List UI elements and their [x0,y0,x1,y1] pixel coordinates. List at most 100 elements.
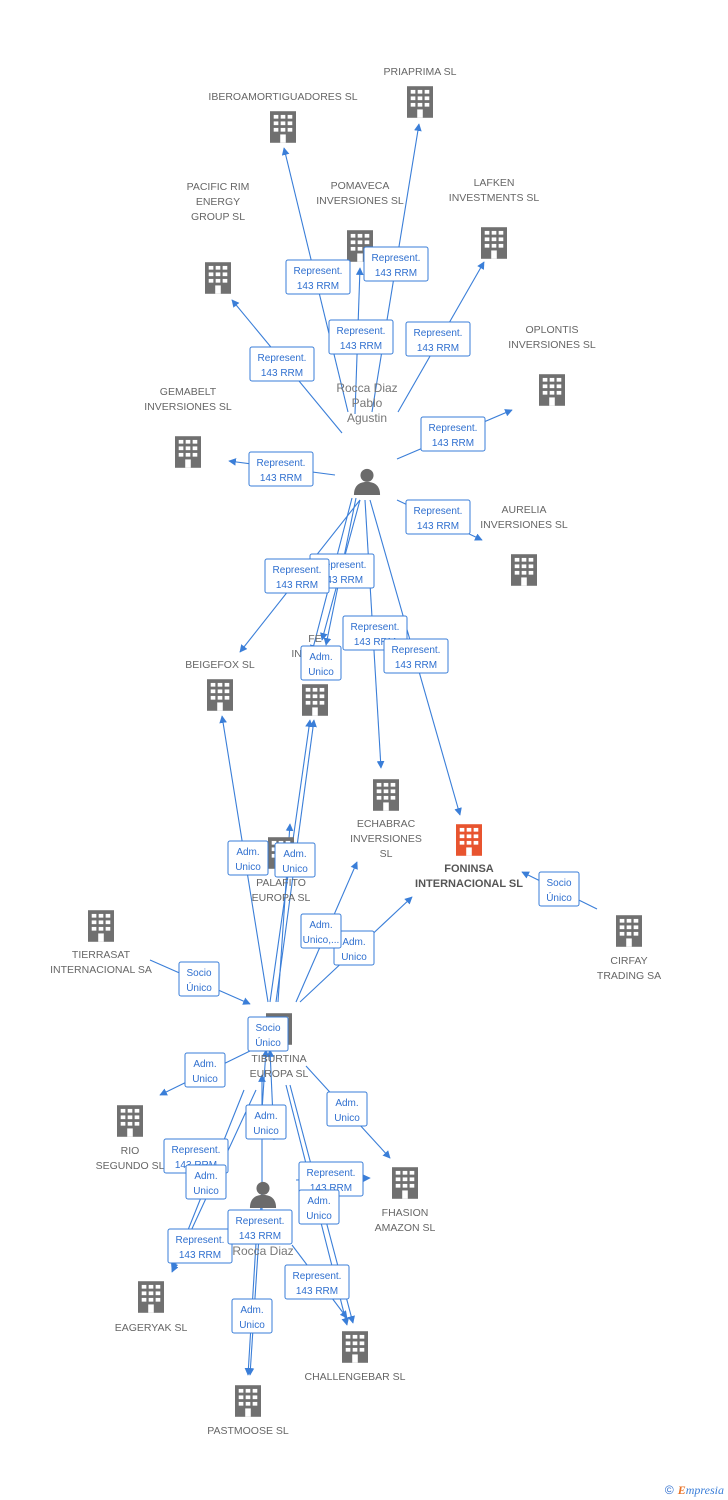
copyright-icon: © [664,1483,674,1497]
relation-badge-box [247,1016,289,1052]
node-label: INVERSIONES SL [508,339,596,351]
relation-badge[interactable]: Adm.Unico [231,1298,273,1334]
node-label: INTERNACIONAL SA [50,964,152,976]
company-node-iberoamortiguadores[interactable]: IBEROAMORTIGUADORES SL [208,91,358,143]
node-label: TIBURTINA [251,1053,306,1065]
company-node-foninsa[interactable]: FONINSA INTERNACIONAL SL [415,824,523,890]
relation-badge-text: Único [546,891,572,904]
relation-badge[interactable]: Adm.Unico [184,1052,226,1088]
node-label: EUROPA SL [252,892,311,904]
company-node-fhasion[interactable]: FHASION AMAZON SL [375,1167,436,1234]
nodes-layer: PRIAPRIMA SL IBEROAMORTIGUADORES SL POMAVE… [50,66,661,1437]
relation-badge-text: Unico [253,1126,279,1137]
relation-badge[interactable]: Represent.143 RRM [328,319,394,355]
node-label: INVERSIONES SL [144,401,232,413]
node-label: Agustin [347,411,387,425]
person-icon [249,1181,277,1208]
empresia-watermark[interactable]: ©Empresia [665,1483,724,1498]
node-label: BEIGEFOX SL [185,659,255,671]
relation-badge-text: Represent. [337,326,386,337]
node-label: IBEROAMORTIGUADORES SL [208,91,357,103]
building-icon [205,262,231,294]
relation-badge[interactable]: Adm.Unico [274,842,316,878]
relation-badge[interactable]: Adm.Unico,... [300,913,342,949]
relation-badge-text: 143 RRM [432,438,474,449]
relation-badge[interactable]: Represent.143 RRM [405,321,471,357]
company-node-pastmoose[interactable]: PASTMOOSE SL [207,1385,289,1437]
relation-badge-box [178,961,220,997]
relation-badge-text: 143 RRM [297,281,339,292]
building-icon [138,1281,164,1313]
node-label: INVERSIONES [350,833,422,845]
relation-badge[interactable]: Represent.143 RRM [420,416,486,452]
relation-badge[interactable]: Represent.143 RRM [248,451,314,487]
relation-badge-text: Único [186,981,212,994]
relation-badge[interactable]: Represent.143 RRM [249,346,315,382]
relation-badge-text: Unico [282,864,308,875]
node-label: FONINSA [444,863,494,875]
relation-badge-text: 143 RRM [310,1183,352,1194]
building-icon [270,111,296,143]
relation-badge-text: Adm. [236,847,259,858]
building-icon [207,679,233,711]
person-node-rocca2[interactable]: Rocca Diaz [232,1181,294,1258]
relation-badge-box [185,1164,227,1200]
relation-badge[interactable]: Adm.Unico [227,840,269,876]
relation-badge[interactable]: Represent.143 RRM [264,558,330,594]
relation-badge[interactable]: Adm.Unico [185,1164,227,1200]
relation-badge-text: 143 RRM [321,575,363,586]
building-icon [539,374,565,406]
relation-badge[interactable]: Adm.Unico [245,1104,287,1140]
relation-badge-box [300,913,342,949]
relation-badge[interactable]: Represent.143 RRM [284,1264,350,1300]
relation-badge-text: Represent. [258,353,307,364]
relation-badge-text: Adm. [342,937,365,948]
relation-badge[interactable]: Adm.Unico [326,1091,368,1127]
node-label: AMAZON SL [375,1222,436,1234]
node-label: INTERNACIONAL SL [415,878,523,890]
building-icon [392,1167,418,1199]
building-icon [302,684,328,716]
relation-badge[interactable]: Adm.Unico [300,645,342,681]
relation-badge-box [538,871,580,907]
company-node-eageryak[interactable]: EAGERYAK SL [115,1281,188,1334]
relation-badge-text: Adm. [335,1098,358,1109]
relation-badge[interactable]: Represent.143 RRM [167,1228,233,1264]
relation-badge-text: 143 RRM [417,521,459,532]
relation-badge[interactable]: Represent.143 RRM [227,1209,293,1245]
node-label: AURELIA [502,504,547,516]
node-label: Rocca Diaz [336,381,397,395]
relation-badge[interactable]: Represent.143 RRM [405,499,471,535]
relation-badge-text: Adm. [309,652,332,663]
company-node-challengebar[interactable]: CHALLENGEBAR SL [305,1331,406,1383]
company-node-priaprima[interactable]: PRIAPRIMA SL [384,66,457,118]
building-icon [456,824,482,856]
node-label: FHASION [382,1207,429,1219]
node-label: PRIAPRIMA SL [384,66,457,78]
relation-badge-box [264,558,330,594]
relation-badge[interactable]: Represent.143 RRM [383,638,449,674]
node-label: PACIFIC RIM [187,181,250,193]
relation-badge[interactable]: Represent.143 RRM [363,246,429,282]
company-node-beigefox[interactable]: BEIGEFOX SL [185,659,255,711]
relation-badge-box [298,1189,340,1225]
relation-badge[interactable]: Represent.143 RRM [285,259,351,295]
relation-badge[interactable]: Adm.Unico [298,1189,340,1225]
